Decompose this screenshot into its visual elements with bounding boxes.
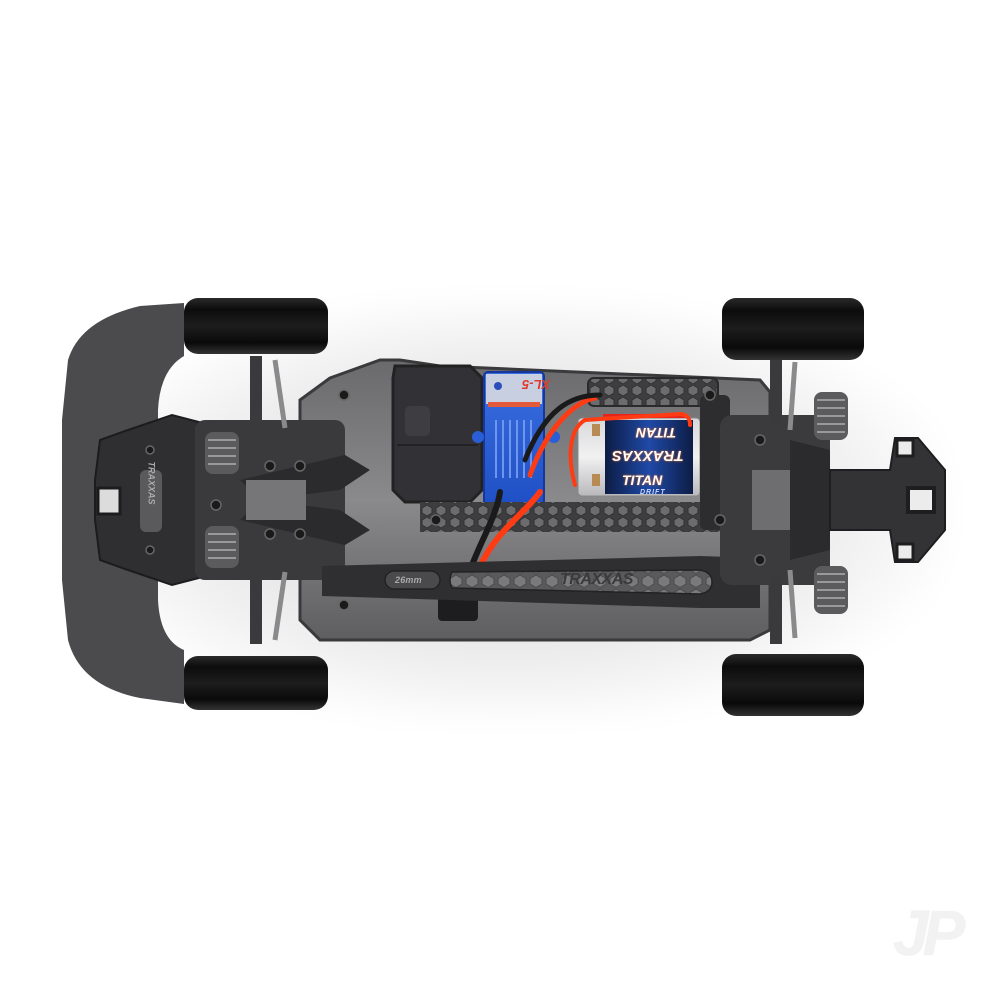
motor-label <box>605 420 693 494</box>
receiver-box-latch <box>405 406 430 436</box>
motor-brand-logo: TRAXXAS <box>612 447 684 464</box>
rear-hub-carrier <box>790 440 830 560</box>
watermark-logo: JP <box>893 897 965 969</box>
motor-brush-bottom <box>592 474 600 486</box>
rear-mount-hole-center <box>906 486 936 514</box>
motor-cover <box>587 377 719 407</box>
motor-wire-black <box>522 392 603 463</box>
motor-name-bottom: TITAN <box>622 472 663 488</box>
esc-stripe <box>488 402 540 407</box>
rear-mount-hole-top <box>895 438 915 458</box>
rear-shock-bottom <box>814 566 848 614</box>
motor-brush-top <box>592 424 600 436</box>
motor-wire-red <box>527 395 598 478</box>
front-shock-top <box>205 432 239 474</box>
rear-shock-top <box>814 392 848 440</box>
esc-model-label: XL-5 <box>522 377 551 392</box>
tire-front-left <box>184 298 328 354</box>
brace-brand-logo: TRAXXAS <box>560 571 633 588</box>
rear-link-top <box>770 356 782 426</box>
bumper-logo-plate <box>140 470 162 532</box>
esc-button <box>494 382 502 390</box>
front-steering-link-top <box>250 356 262 426</box>
rear-body-mount <box>829 437 946 563</box>
front-turnbuckle-bottom <box>272 571 288 641</box>
bumper-mount-hole <box>96 486 122 516</box>
brace-hex-panel <box>449 569 713 595</box>
esc-label <box>486 374 542 404</box>
rear-mount-hole-bottom <box>895 542 915 562</box>
chassis-screws <box>145 389 766 611</box>
tire-front-right <box>184 656 328 710</box>
tire-rear-left <box>722 298 864 360</box>
esc-mount-left <box>472 431 484 443</box>
front-gearbox <box>246 480 306 520</box>
bumper-brand-logo: TRAXXAS <box>146 461 157 505</box>
front-turnbuckle-top <box>272 359 288 429</box>
rear-turnbuckle-top <box>787 361 798 431</box>
motor-lead-red <box>568 411 692 487</box>
front-steering-link-bottom <box>250 574 262 644</box>
front-shock-bottom <box>205 526 239 568</box>
chassis-hex-rail <box>420 502 720 532</box>
motor-sub-label: DRIFT <box>640 489 666 496</box>
battery-connector <box>438 595 478 621</box>
rear-link-bottom <box>770 574 782 644</box>
rear-turnbuckle-bottom <box>787 569 798 639</box>
brace-size-label: 26mm <box>395 575 422 585</box>
brace-size-badge <box>384 570 441 590</box>
watermark: JP <box>893 898 973 968</box>
tire-rear-right <box>722 654 864 716</box>
motor-name-top: TITAN <box>636 425 677 441</box>
